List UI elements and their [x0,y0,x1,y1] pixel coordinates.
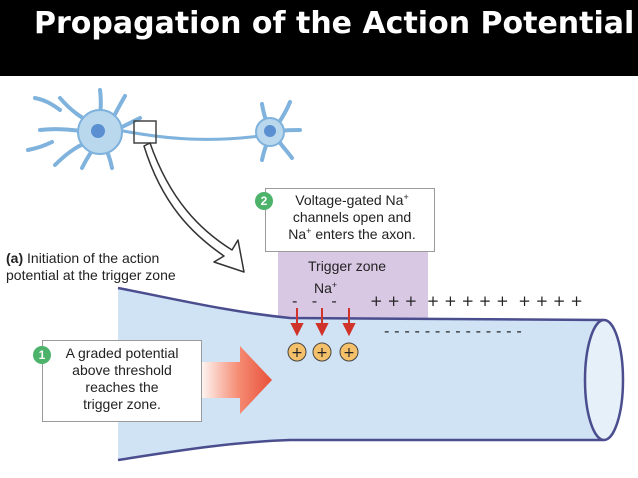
step-2-line1-sup: + [403,192,409,202]
outer-negative-charges: - - - [292,292,337,310]
trigger-zone-ion-text: Na [314,280,332,296]
terminal-nucleus [264,125,276,137]
step-2-line1: Voltage-gated Na [295,192,404,208]
step-1-text: A graded potential above threshold reach… [46,345,198,413]
trigger-zone-ion-sup: + [331,280,338,290]
axon [118,288,600,460]
step-1-line1: A graded potential [65,345,179,361]
step-2-line3-sup: + [306,226,312,236]
step-2-text: Voltage-gated Na+ channels open and Na+ … [272,192,432,243]
panel-a-title-line1: Initiation of the action [27,250,160,266]
axon-end [583,318,625,442]
sodium-influx-arrows [290,308,356,337]
cation-3 [339,342,359,362]
step-1-line3: reaches the [85,379,159,395]
step-2-badge: 2 [255,192,273,210]
panel-a-letter: (a) [6,250,24,266]
trigger-zone-band [278,252,428,320]
step-2-line3-rest: enters the axon. [311,226,416,242]
trigger-zone-ion: Na+ [314,280,337,297]
outer-positive-charges: + + + + + + + + + + + + [370,292,583,310]
axon-outline-bottom [117,438,604,462]
intracellular-cations: + + + [287,342,359,362]
step-1-line4: trigger zone. [83,396,161,412]
step-1-line2: above threshold [72,362,172,378]
panel-a-label: (a) Initiation of the action potential a… [6,250,176,284]
slide-title: Propagation of the Action Potential [34,6,635,41]
axon-outline-top [117,286,605,322]
cation-2-label: + [316,345,328,361]
step-2-line3-ion: Na [288,226,307,242]
action-potential-diagram: + + + - - - + + + + + + + + + + + + - - … [26,88,625,462]
inner-negative-charges: - - - - - - - - - - - - - - [384,322,522,340]
step-1-badge: 1 [33,346,51,364]
cation-1-label: + [291,345,303,361]
trigger-zone-label: Trigger zone [308,258,387,274]
step-1-callout [42,340,202,422]
graded-potential-arrow [198,346,272,414]
cation-3-label: + [343,345,355,361]
step-2-line2: channels open and [292,209,412,225]
step-2-callout [265,188,435,252]
panel-a-title-line2: potential at the trigger zone [6,267,176,283]
title-bar: Propagation of the Action Potential [0,0,638,76]
zoom-box [133,120,157,144]
cation-1 [287,342,307,362]
zoom-arrow [143,142,245,273]
cation-2 [312,342,332,362]
neuron-nucleus [91,124,105,138]
